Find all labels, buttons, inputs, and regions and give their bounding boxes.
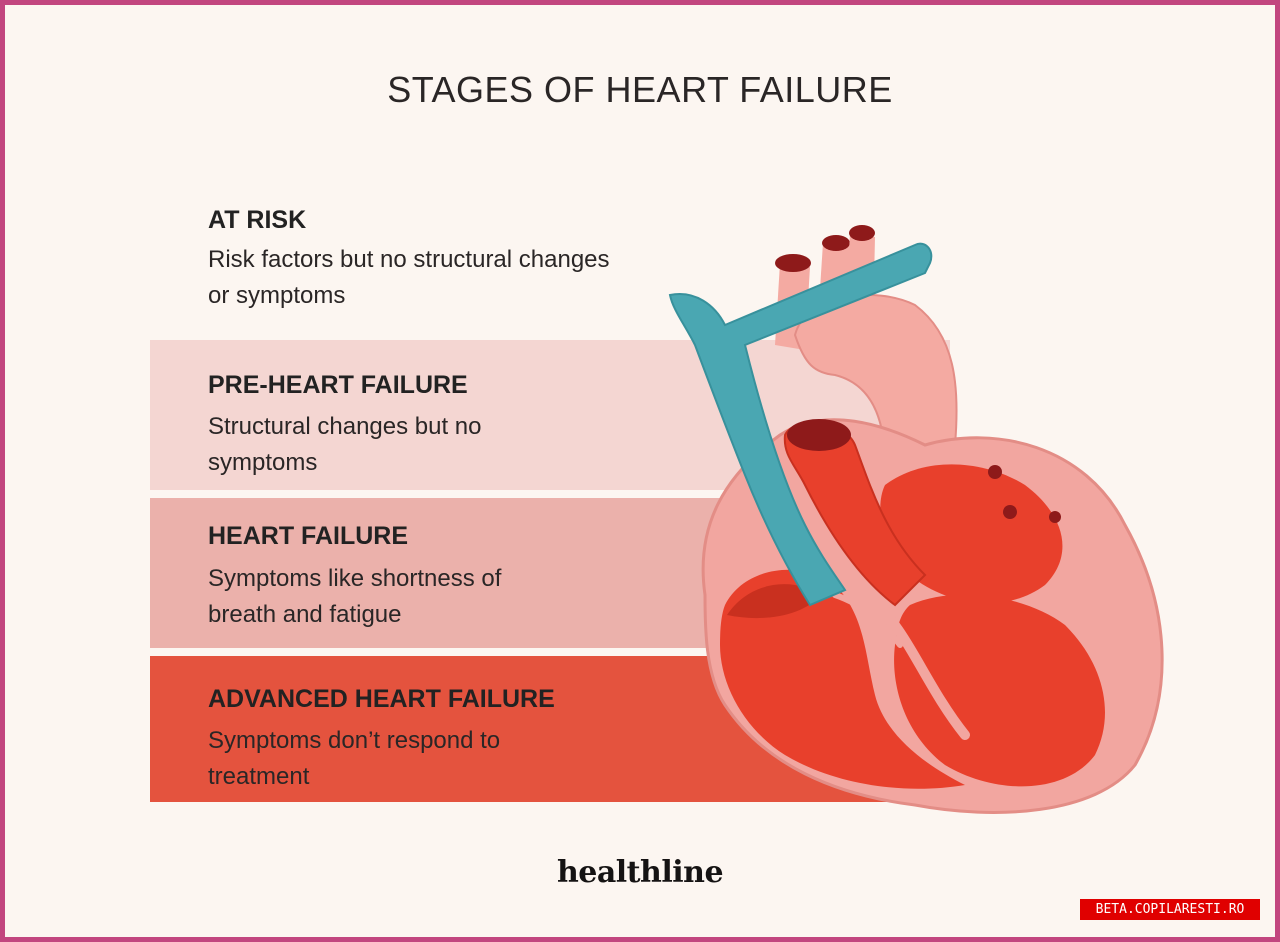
stage-description: Structural changes but no symptoms — [208, 413, 482, 476]
vessel-opening — [1049, 511, 1061, 523]
infographic-frame: STAGES OF HEART FAILURE AT RISK Risk fac… — [5, 5, 1275, 937]
heart-illustration — [668, 225, 1164, 814]
healthline-logo: healthline — [556, 855, 724, 890]
heart-upper-chamber — [880, 464, 1063, 604]
heart-right-ventricle — [720, 569, 965, 789]
vessel-opening — [988, 465, 1002, 479]
stage-description: Symptoms like shortness of breath and fa… — [208, 565, 502, 628]
stage-description: Symptoms don’t respond to treatment — [208, 727, 501, 790]
heart-septum — [870, 600, 970, 740]
vessel-opening — [1003, 505, 1017, 519]
stage-title: HEART FAILURE — [208, 522, 408, 550]
site-watermark: BETA.COPILARESTI.RO — [1080, 899, 1260, 920]
stage-at-risk: AT RISK Risk factors but no structural c… — [150, 180, 950, 338]
stage-description: Risk factors but no structural changes o… — [208, 246, 610, 309]
artery-opening — [775, 254, 811, 272]
heart-left-ventricle — [894, 594, 1105, 787]
heart-valve — [832, 592, 903, 648]
artery-opening — [822, 235, 850, 251]
heart-chamber-shadow — [727, 584, 820, 619]
infographic-title: STAGES OF HEART FAILURE — [387, 69, 893, 110]
stage-title: ADVANCED HEART FAILURE — [208, 685, 555, 713]
stage-title: PRE-HEART FAILURE — [208, 371, 468, 399]
pulmonary-opening — [787, 419, 851, 451]
vena-cava — [668, 242, 933, 607]
stage-title: AT RISK — [208, 206, 307, 234]
artery-opening — [849, 225, 875, 241]
